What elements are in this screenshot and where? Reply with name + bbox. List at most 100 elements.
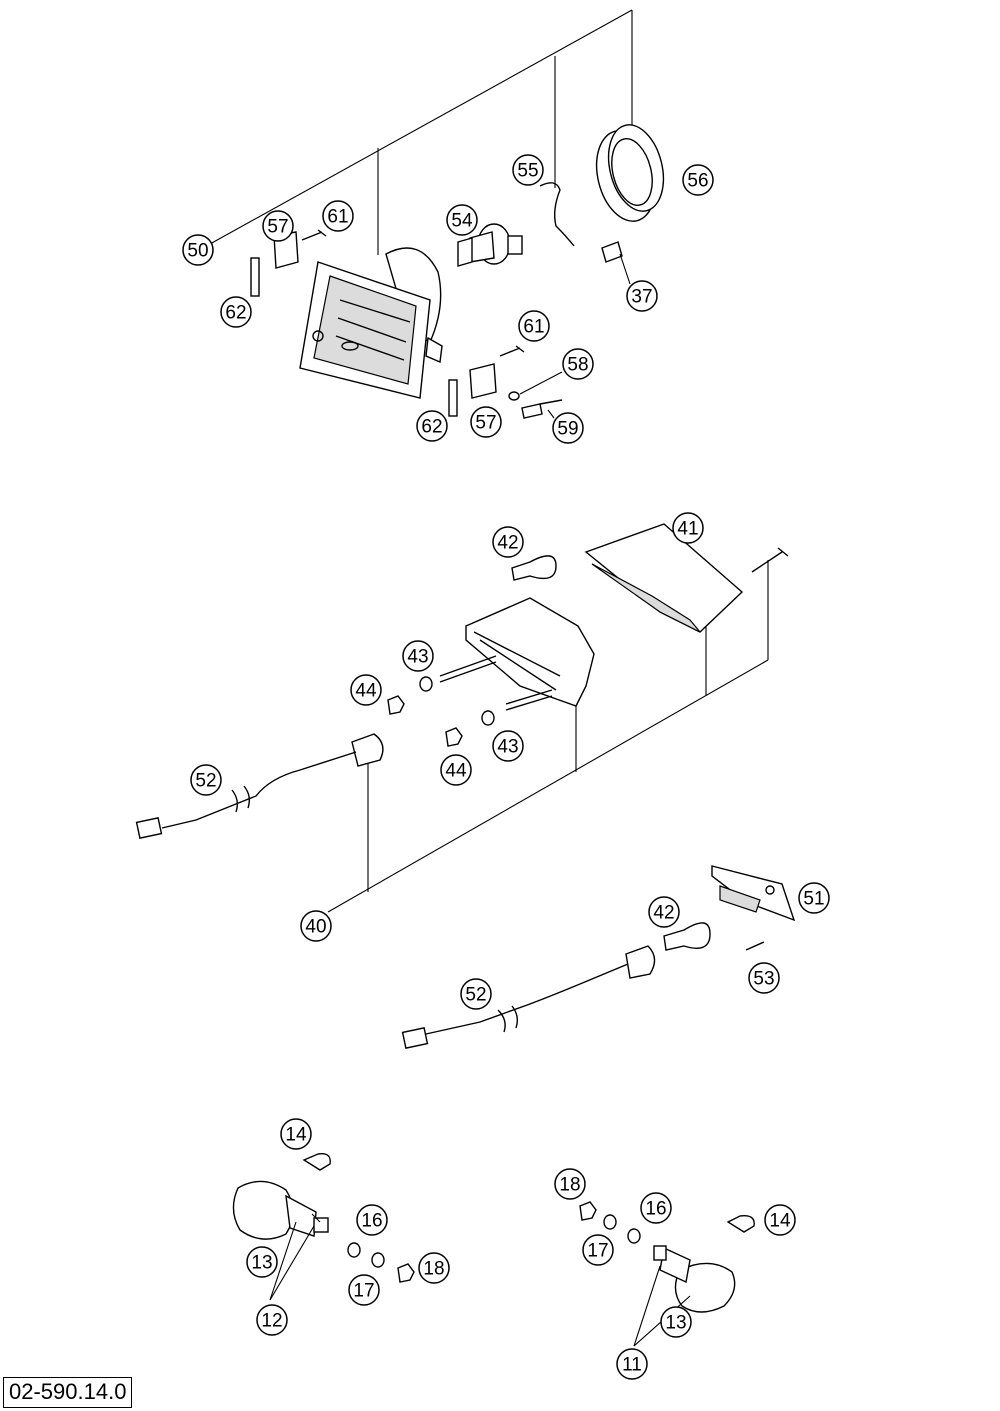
- wiring-harness-upper: [135, 733, 384, 839]
- callout-circle: [512, 154, 544, 186]
- spring-clip: [539, 182, 575, 247]
- callout-circle: [648, 896, 680, 928]
- callout-number: 55: [517, 161, 538, 182]
- callout-number: 17: [353, 1281, 374, 1302]
- callout-51: 51: [798, 882, 830, 914]
- callout-40: 40: [300, 910, 332, 942]
- nut-upper: [387, 695, 405, 715]
- callout-circle: [626, 280, 658, 312]
- callout-41: 41: [672, 512, 704, 544]
- callout-circle: [470, 406, 502, 438]
- callout-circle: [418, 1252, 450, 1284]
- callout-56: 56: [682, 164, 714, 196]
- callout-number: 58: [567, 355, 588, 376]
- callout-circle: [356, 1204, 388, 1236]
- taillight-assembly: [135, 523, 796, 1049]
- plate-light-bracket: [711, 865, 796, 922]
- nut-18-right: [579, 1201, 597, 1221]
- turn-signal-left: [232, 1153, 415, 1301]
- screw-lower: [499, 345, 525, 357]
- washer-58: [508, 391, 520, 401]
- bracket-lower: [469, 363, 497, 399]
- callout-number: 61: [523, 317, 544, 338]
- screw-upper: [301, 229, 327, 241]
- callout-number: 62: [225, 303, 246, 324]
- taillight-housing: [465, 597, 595, 707]
- callout-11: 11: [616, 1348, 648, 1380]
- callout-circle: [616, 1348, 648, 1380]
- callout-42: 42: [648, 896, 680, 928]
- callout-circle: [764, 1204, 796, 1236]
- callout-44: 44: [440, 754, 472, 786]
- callout-number: 43: [407, 647, 428, 668]
- callout-61: 61: [518, 310, 550, 342]
- drawing-code-label: 02-590.14.0: [3, 1377, 133, 1408]
- callout-62: 62: [220, 296, 252, 328]
- callout-circle: [190, 764, 222, 796]
- headlight-bulb: [457, 223, 523, 267]
- callout-number: 44: [355, 681, 377, 702]
- callout-number: 56: [687, 171, 708, 192]
- callout-circle: [300, 910, 332, 942]
- callout-59: 59: [552, 412, 584, 444]
- callout-number: 41: [677, 519, 698, 540]
- turn-signal-right: [579, 1201, 755, 1347]
- callout-number: 44: [445, 761, 467, 782]
- callout-circle: [552, 412, 584, 444]
- washer-lower: [481, 710, 495, 726]
- callout-circle: [672, 512, 704, 544]
- callout-number: 57: [475, 413, 496, 434]
- callout-number: 53: [753, 969, 774, 990]
- callout-57: 57: [262, 210, 294, 242]
- callout-number: 16: [645, 1199, 666, 1220]
- callout-number: 37: [631, 287, 652, 308]
- callout-circle: [402, 640, 434, 672]
- callout-number: 54: [451, 211, 473, 232]
- adjust-screw-59: [521, 399, 563, 419]
- indicator-lens-left: [232, 1180, 294, 1240]
- callout-number: 59: [557, 419, 578, 440]
- callout-55: 55: [512, 154, 544, 186]
- callout-circle: [446, 204, 478, 236]
- callout-44: 44: [350, 674, 382, 706]
- callout-circle: [554, 1168, 586, 1200]
- callout-58: 58: [562, 348, 594, 380]
- washer-upper: [419, 676, 433, 692]
- callout-16: 16: [640, 1192, 672, 1224]
- callout-37: 37: [626, 280, 658, 312]
- washer-17-right: [627, 1228, 641, 1244]
- nut-18-left: [397, 1263, 415, 1283]
- callout-13: 13: [660, 1306, 692, 1338]
- callout-52: 52: [460, 978, 492, 1010]
- callout-circle: [492, 526, 524, 558]
- callout-14: 14: [764, 1204, 796, 1236]
- callout-circle: [220, 296, 252, 328]
- callout-54: 54: [446, 204, 478, 236]
- callout-number: 18: [423, 1259, 444, 1280]
- callout-circle: [350, 674, 382, 706]
- indicator-lens-right: [674, 1262, 736, 1313]
- callout-circle: [348, 1274, 380, 1306]
- indicator-bulb-right: [726, 1215, 755, 1233]
- callout-circle: [416, 410, 448, 442]
- callout-number: 52: [465, 985, 486, 1006]
- callout-circle: [280, 1118, 312, 1150]
- callout-circle: [440, 754, 472, 786]
- callout-14: 14: [280, 1118, 312, 1150]
- callout-circle: [182, 234, 214, 266]
- callout-number: 42: [497, 533, 518, 554]
- callout-53: 53: [748, 962, 780, 994]
- taillight-lens: [584, 523, 744, 633]
- plate-bulb: [663, 922, 711, 951]
- washer-16-right: [603, 1214, 617, 1230]
- callout-43: 43: [492, 730, 524, 762]
- callout-number: 11: [622, 1355, 642, 1376]
- callout-number: 14: [769, 1211, 791, 1232]
- threaded-pin-upper: [250, 257, 260, 297]
- headlight-housing: [299, 247, 443, 399]
- parking-bulb: [601, 241, 623, 263]
- callout-circle: [582, 1234, 614, 1266]
- callout-number: 17: [587, 1241, 608, 1262]
